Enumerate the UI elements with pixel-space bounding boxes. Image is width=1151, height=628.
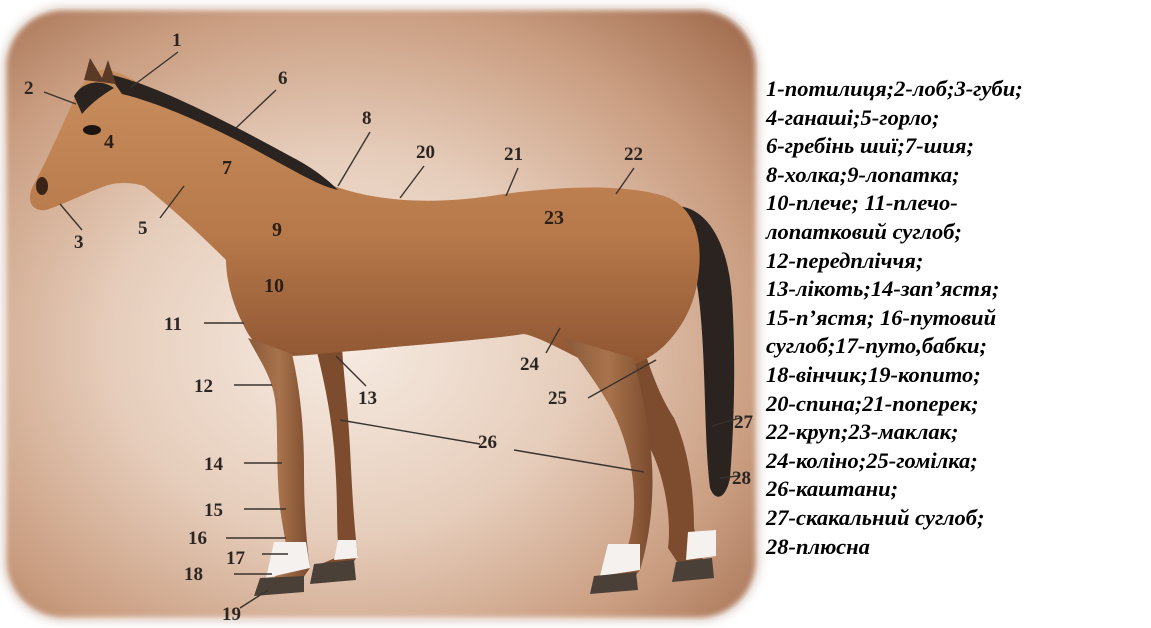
legend-line: суглоб;17-путо,бабки; [766,332,1151,361]
label-25: 25 [548,388,567,409]
label-14: 14 [204,454,224,475]
label-13: 13 [358,388,377,409]
label-3: 3 [74,232,84,253]
label-16: 16 [188,528,207,549]
hoof-near-fore [254,576,304,596]
label-10: 10 [264,275,284,297]
hoof-near-hind [590,572,638,594]
label-17: 17 [226,548,246,569]
label-8: 8 [362,108,372,129]
legend-line: 1-потилиця;2-лоб;3-губи; [766,75,1151,104]
legend-line: 6-гребінь шиї;7-шия; [766,132,1151,161]
label-21: 21 [504,144,523,165]
legend-line: 28-плюсна [766,533,1151,562]
label-27: 27 [734,412,754,433]
horse-eye [83,125,101,135]
legend-line: 15-п’ястя; 16-путовий [766,304,1151,333]
label-11: 11 [164,314,182,335]
label-18: 18 [184,564,203,585]
label-28: 28 [732,468,751,489]
legend-line: 18-вінчик;19-копито; [766,361,1151,390]
legend-line: 26-каштани; [766,475,1151,504]
label-20: 20 [416,142,435,163]
label-23: 23 [544,207,564,229]
label-15: 15 [204,500,223,521]
label-26: 26 [478,432,497,453]
label-5: 5 [138,218,148,239]
legend-line: лопатковий суглоб; [766,218,1151,247]
white-marking-fore-far [334,540,358,560]
legend-line: 10-плече; 11-плечо- [766,189,1151,218]
hoof-far-fore [310,560,356,584]
legend-line: 8-холка;9-лопатка; [766,161,1151,190]
legend-list: 1-потилиця;2-лоб;3-губи; 4-ганаші;5-горл… [766,75,1151,561]
label-22: 22 [624,144,643,165]
label-7: 7 [222,157,232,179]
legend-line: 24-коліно;25-гомілка; [766,447,1151,476]
label-4: 4 [104,131,114,153]
legend-line: 27-скакальний суглоб; [766,504,1151,533]
legend-line: 22-круп;23-маклак; [766,418,1151,447]
horse-diagram: 1 2 3 4 5 6 7 8 9 10 11 12 13 14 15 16 1… [4,8,758,620]
legend-line: 13-лікоть;14-зап’ястя; [766,275,1151,304]
label-12: 12 [194,376,213,397]
horse-nostril [36,177,48,195]
legend-line: 12-передпліччя; [766,247,1151,276]
label-9: 9 [272,219,282,241]
label-19: 19 [222,604,241,620]
legend-line: 20-спина;21-поперек; [766,390,1151,419]
white-marking-hind-far [686,530,716,560]
label-6: 6 [278,68,288,89]
label-24: 24 [520,354,540,375]
legend-line: 4-ганаші;5-горло; [766,104,1151,133]
label-2: 2 [24,78,34,99]
label-1: 1 [172,30,182,51]
horse-diagram-panel: 1 2 3 4 5 6 7 8 9 10 11 12 13 14 15 16 1… [4,8,758,620]
